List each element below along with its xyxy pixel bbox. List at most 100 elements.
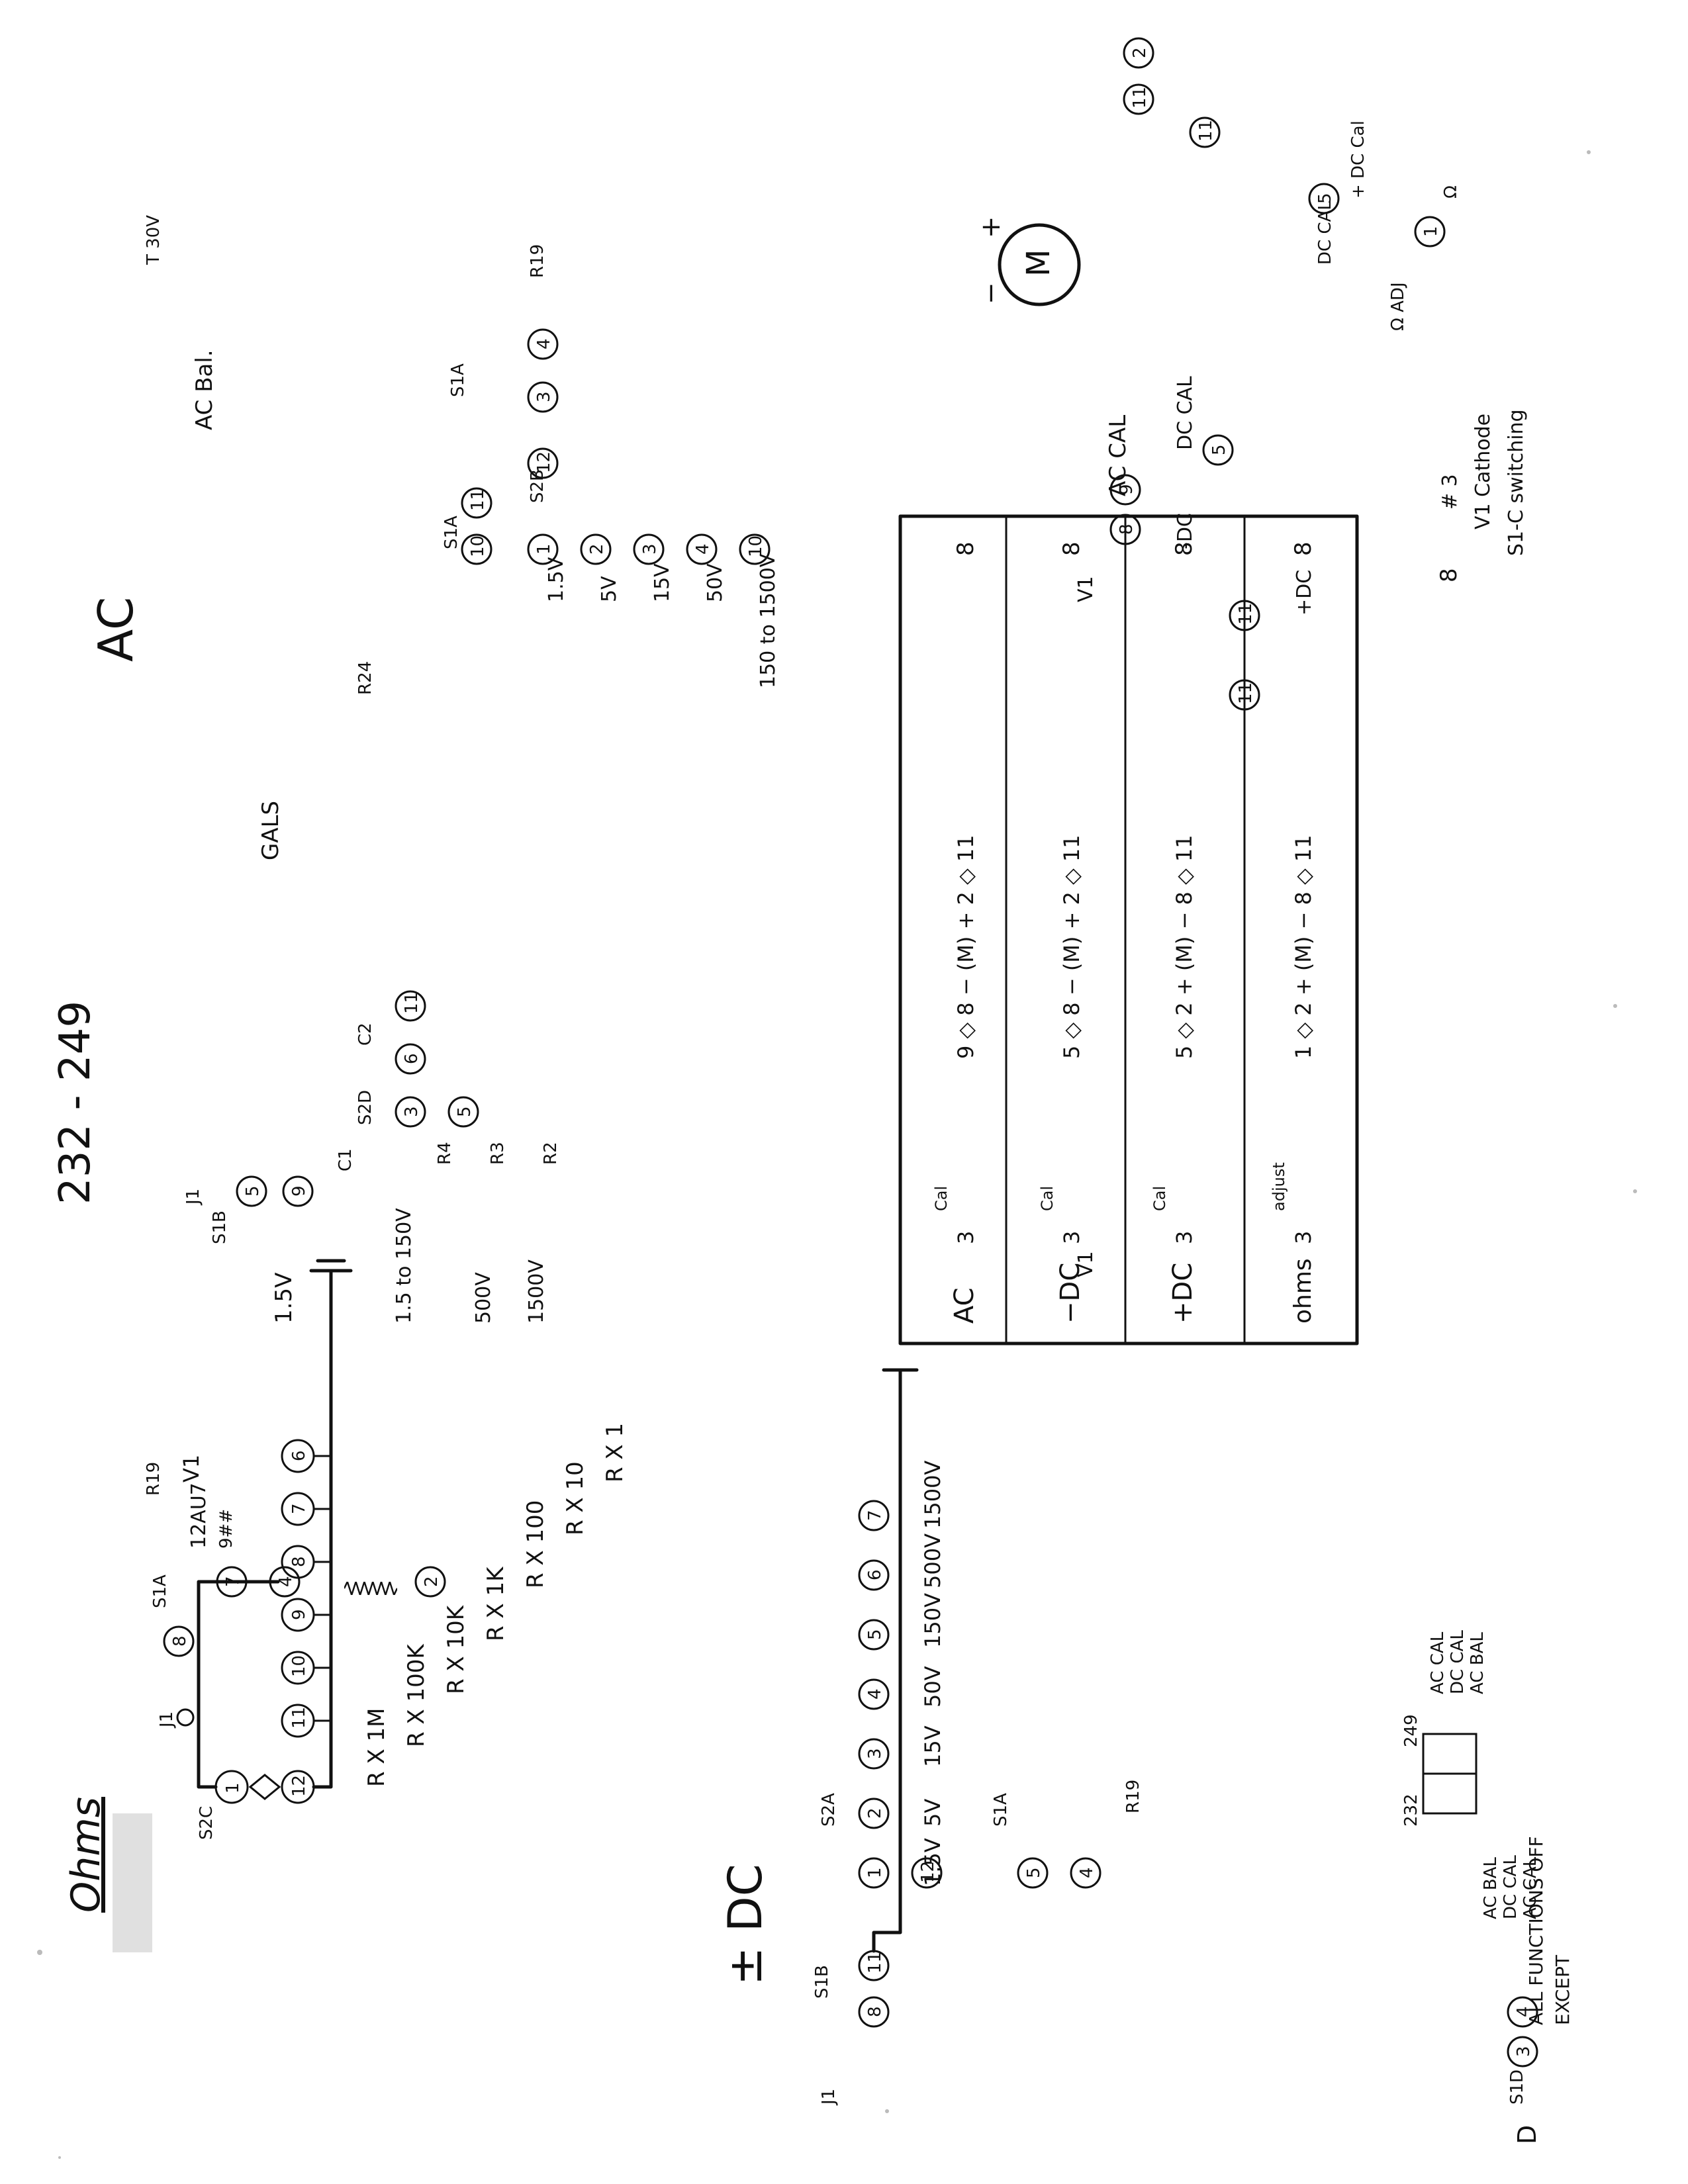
c2-label: C2 [355, 1023, 375, 1046]
s2c-rotor: 12 [289, 1775, 309, 1797]
r4: R4 [435, 1142, 455, 1165]
svg-text:10: 10 [746, 535, 766, 557]
svg-text:3: 3 [534, 391, 554, 402]
legend-box-232 [1422, 1772, 1477, 1815]
ohms-s1a-label: S1A [150, 1574, 170, 1608]
r3: R3 [488, 1142, 508, 1165]
s1b-label: S1B [812, 1965, 832, 1999]
ohms-title: Ohms [63, 1797, 109, 1913]
svg-text:5: 5 [1209, 444, 1229, 455]
svg-text:3: 3 [1291, 1231, 1316, 1244]
pos-7: 7 [289, 1503, 309, 1514]
ohms-divider-wire [312, 1308, 333, 1789]
ac-range-2: 500V [472, 1272, 495, 1324]
ac-s1a-label: S1A [442, 516, 461, 549]
dc-500v: 500V [920, 1533, 945, 1588]
function-table: V1 V1 AC 3 Cal 9 ◇ 8 − (M) + 2 ◇ 11 8 −D… [898, 514, 1359, 1345]
ohms-r19: R19 [144, 1462, 164, 1496]
table-v1-right: V1 [1074, 576, 1098, 602]
smudge [113, 1813, 152, 1952]
dc-s1d-label: S1D [1507, 2070, 1527, 2105]
svg-text:15V: 15V [651, 563, 674, 602]
r19-resistor [344, 1582, 397, 1595]
table-row-ac: AC 3 Cal 9 ◇ 8 − (M) + 2 ◇ 11 8 [932, 541, 980, 1324]
svg-text:4: 4 [1077, 1867, 1097, 1878]
ac-jack: J1 [183, 1189, 203, 1206]
svg-text:AC: AC [949, 1287, 980, 1324]
range-rx10: R X 10 [562, 1461, 588, 1535]
dc-divider-wire [872, 1368, 902, 1953]
terminal-d: D [1513, 2125, 1542, 2144]
ohms-input-wire [197, 1580, 280, 1789]
svg-text:5V: 5V [598, 576, 621, 602]
meter-plus: + [976, 216, 1006, 238]
pin-8 [163, 1625, 195, 1657]
s2d-label: S2D [355, 1090, 375, 1125]
svg-text:11: 11 [1130, 87, 1150, 109]
dc-s1a-label: S1A [991, 1793, 1011, 1827]
range-rx1: R X 1 [602, 1423, 628, 1482]
s2c-label: S2C [197, 1806, 216, 1840]
svg-text:11: 11 [1236, 682, 1256, 704]
svg-text:1: 1 [534, 543, 554, 555]
minus-dc: -DC [1174, 513, 1197, 549]
svg-text:11: 11 [1236, 603, 1256, 625]
pin-4 [269, 1566, 301, 1598]
svg-text:Cal: Cal [932, 1186, 951, 1211]
svg-text:5: 5 [1024, 1867, 1044, 1878]
svg-text:4: 4 [865, 1688, 885, 1700]
ohms-jack-label: J1 [157, 1711, 177, 1729]
pos-11: 11 [289, 1707, 309, 1729]
ac-cal: AC CAL [1105, 415, 1131, 496]
svg-text:3: 3 [1172, 1231, 1197, 1244]
svg-text:8: 8 [1117, 523, 1137, 535]
legend-ac-cal: AC CAL [1428, 1631, 1448, 1694]
svg-text:3: 3 [953, 1231, 978, 1244]
svg-text:1: 1 [865, 1867, 885, 1878]
dc-150v: 150V [920, 1593, 945, 1648]
svg-text:12: 12 [534, 451, 554, 473]
meter-minus: − [976, 282, 1006, 304]
svg-text:Cal: Cal [1150, 1186, 1169, 1211]
svg-text:1.5V: 1.5V [545, 557, 568, 602]
table-frame [898, 514, 1359, 1345]
svg-text:50V: 50V [704, 563, 727, 602]
t-label: T 30V [144, 215, 164, 265]
meter-label: M [1020, 250, 1057, 277]
meter-section: M + − 11 2 11 DC CAL + DC Cal 5 Ω ADJ 1 … [976, 37, 1528, 711]
ohm-symbol: Ω [1441, 185, 1461, 199]
scan-specks [37, 150, 1637, 2159]
pin-7 [216, 1566, 248, 1598]
svg-text:5: 5 [455, 1106, 475, 1117]
svg-text:11: 11 [402, 992, 422, 1014]
r24-label: R24 [355, 661, 375, 695]
s2a-label: S2A [819, 1793, 839, 1827]
dc-title: ± DC [718, 1864, 773, 1985]
svg-text:+DC: +DC [1168, 1263, 1198, 1324]
svg-text:3: 3 [1059, 1231, 1084, 1244]
svg-text:−DC: −DC [1055, 1263, 1086, 1324]
ac-r19: R19 [528, 244, 547, 278]
svg-text:3: 3 [402, 1106, 422, 1117]
ohm-adj: Ω ADJ [1388, 282, 1408, 331]
switch-diamond [248, 1774, 281, 1800]
legend-dc-cal: DC CAL [1448, 1630, 1468, 1694]
s1d-note-1: ALL FUNCTIONS OFF [1525, 1836, 1547, 2025]
ohms-range-taps: 11 10 9 8 7 6 [281, 1439, 331, 1738]
svg-text:adjust: adjust [1270, 1162, 1288, 1211]
plus-dc: +DC [1293, 570, 1316, 615]
pos-9: 9 [289, 1609, 309, 1620]
ac-range-labels: 1.5V 5V 15V 50V 150 to 1500V [545, 553, 780, 688]
svg-text:3: 3 [640, 543, 660, 555]
svg-text:7: 7 [865, 1510, 885, 1521]
s1a-7: 7 [223, 1576, 243, 1587]
ac-title: AC [88, 597, 144, 662]
s1d-note-2: EXCEPT [1552, 1954, 1573, 2025]
svg-text:8: 8 [953, 541, 979, 556]
svg-text:2: 2 [865, 1807, 885, 1819]
c1-label: C1 [336, 1148, 355, 1171]
range-rx100k: R X 100K [403, 1643, 430, 1747]
dc-section: ± DC J1 S1B 8 11 1.5V 5V 15V 50V 150V 50… [718, 1368, 1573, 2144]
range-rx1k: R X 1K [483, 1566, 509, 1641]
svg-text:11: 11 [468, 489, 488, 511]
